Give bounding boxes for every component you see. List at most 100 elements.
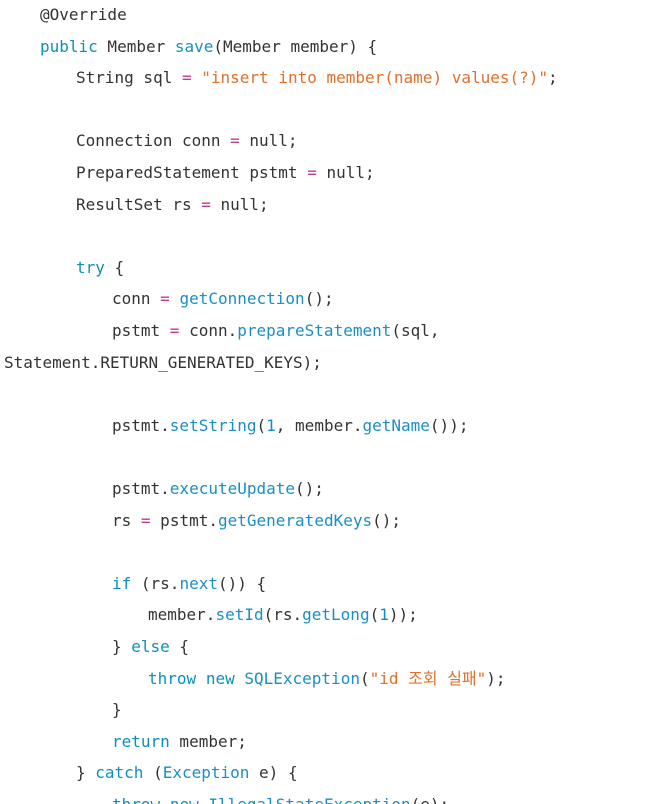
code-token: getName (362, 415, 430, 435)
code-token: = (169, 321, 180, 340)
code-token: ( (359, 668, 370, 688)
code-token: try (76, 257, 105, 277)
code-token: = (201, 194, 211, 214)
code-token: (rs. (263, 605, 303, 625)
code-line: pstmt.setString(1, member.getName()); (112, 416, 468, 436)
code-token: new (205, 668, 235, 688)
code-token: ()) { (217, 573, 267, 593)
code-token (170, 289, 180, 308)
code-token: (); (295, 479, 324, 498)
code-token: { (104, 257, 125, 277)
code-token: "id 조회 실패" (369, 668, 487, 688)
code-token (199, 795, 209, 804)
code-token: member; (169, 731, 247, 751)
code-token: save (174, 36, 214, 56)
code-line: } catch (Exception e) { (76, 763, 298, 783)
code-line: String sql = "insert into member(name) v… (76, 68, 558, 88)
code-line: pstmt.executeUpdate(); (112, 479, 324, 499)
code-token: ()); (429, 415, 469, 435)
code-token: pstmt. (150, 510, 218, 530)
code-token: pstmt (112, 321, 170, 340)
code-line: } (112, 700, 122, 720)
code-token: } (112, 637, 132, 656)
code-token: Member (97, 36, 175, 56)
code-token: throw (148, 668, 197, 688)
code-token: ( (143, 763, 163, 783)
code-line: if (rs.next()) { (112, 574, 266, 594)
code-token: setId (215, 605, 264, 625)
code-token: } (112, 700, 122, 720)
code-token: = (307, 163, 317, 182)
code-token: return (112, 731, 170, 751)
code-line: PreparedStatement pstmt = null; (76, 163, 375, 183)
code-line: } else { (112, 637, 189, 657)
code-line: pstmt = conn.prepareStatement(sql, (112, 321, 440, 341)
code-token: setString (169, 415, 257, 435)
code-token: (rs. (131, 573, 180, 593)
code-line: rs = pstmt.getGeneratedKeys(); (112, 511, 401, 531)
code-token: = (160, 289, 170, 309)
code-token: (); (372, 510, 402, 530)
code-token: member. (148, 605, 216, 625)
code-token: ResultSet rs (76, 194, 202, 214)
code-token: ); (486, 668, 506, 688)
code-token: catch (95, 763, 144, 783)
code-token: @Override (40, 5, 127, 24)
code-token: (e); (411, 795, 450, 804)
code-token: getLong (302, 605, 370, 625)
code-token: executeUpdate (169, 479, 296, 498)
code-token: ; (548, 68, 558, 88)
code-token: null; (210, 194, 269, 214)
code-token: IllegalStateException (208, 795, 410, 804)
code-token: SQLException (244, 668, 360, 688)
code-token: Statement.RETURN_GENERATED_KEYS); (4, 352, 322, 372)
code-token: ( (256, 415, 267, 435)
code-token: e) { (249, 763, 298, 783)
code-token: prepareStatement (237, 321, 392, 340)
code-token: { (169, 637, 190, 656)
code-token (235, 669, 245, 688)
code-token (192, 68, 202, 87)
code-token: String sql (76, 68, 182, 88)
code-line: Connection conn = null; (76, 131, 298, 151)
code-token: , member. (275, 415, 363, 435)
code-token: null; (239, 131, 298, 151)
code-line: public Member save(Member member) { (40, 37, 377, 57)
code-line: return member; (112, 732, 247, 752)
code-token: conn (112, 289, 161, 309)
code-token: public (40, 36, 98, 56)
code-token: ( (369, 605, 380, 625)
code-token: 1 (266, 415, 276, 435)
code-token: "insert into member(name) values(?)" (201, 68, 549, 88)
code-token: rs (112, 510, 141, 530)
code-line: throw new IllegalStateException(e); (112, 795, 449, 804)
code-token: next (179, 573, 218, 593)
code-token: } (76, 763, 96, 783)
code-token: (); (304, 289, 334, 309)
code-line: ResultSet rs = null; (76, 195, 269, 215)
code-line: member.setId(rs.getLong(1)); (148, 605, 418, 625)
code-token: (sql, (391, 321, 440, 340)
code-token: = (140, 510, 151, 530)
code-token: = (181, 68, 192, 88)
code-token: pstmt. (112, 415, 170, 435)
code-line: throw new SQLException("id 조회 실패"); (148, 669, 506, 689)
code-token: getGeneratedKeys (217, 510, 373, 530)
code-token: Connection conn (76, 131, 231, 151)
code-token: (Member member) { (213, 36, 378, 56)
code-token: throw (112, 795, 160, 804)
code-line: @Override (40, 5, 127, 25)
code-token (196, 669, 206, 688)
code-token: null; (316, 163, 375, 182)
code-line: Statement.RETURN_GENERATED_KEYS); (4, 353, 322, 373)
code-token: new (170, 795, 199, 804)
code-token: pstmt. (112, 479, 170, 498)
code-line: conn = getConnection(); (112, 289, 334, 309)
code-token: = (230, 131, 240, 151)
code-token: PreparedStatement pstmt (76, 163, 308, 182)
code-token: else (131, 637, 170, 656)
code-token: getConnection (179, 289, 305, 309)
code-token: )); (388, 605, 418, 625)
code-line: try { (76, 258, 124, 278)
